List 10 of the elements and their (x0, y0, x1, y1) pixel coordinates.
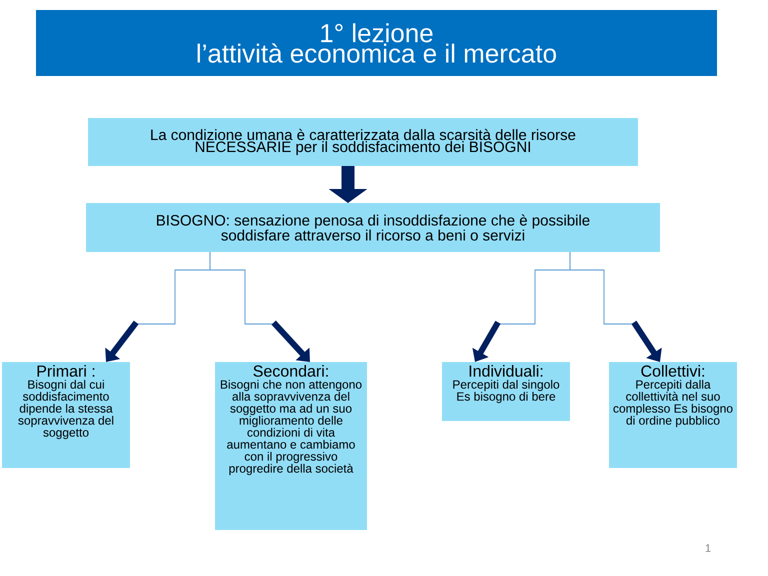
text-box: La condizione umana è caratterizzata dalla scarsità delle risorse NECESSARIE per il soddisfacimento dei BISOGNI (88, 118, 638, 166)
connector-arrow (570, 252, 662, 362)
category-box: Collettivi: Percepiti dalla collettività nel suo complesso Es bisogno di ordine pubblico (609, 362, 737, 468)
page-number: 1 (706, 544, 711, 552)
text-box: BISOGNO: sensazione penosa di insoddisfazione che è possibile soddisfare attraverso il ricorso a beni o servizi (86, 203, 660, 252)
category-box: Individuali: Percepiti dal singolo Es bisogno di bere (442, 362, 570, 421)
title-bar: 1° lezione l’attività economica e il mercato (36, 10, 717, 76)
connector-arrow (210, 252, 310, 362)
category-box: Secondari: Bisogni che non attengono alla sopravvivenza del soggetto ma ad un suo miglioramento delle condizioni di vita aumentano e cambiamo con il progressivo progredire della società (215, 362, 367, 530)
category-box: Primari : Bisogni dal cui soddisfacimento dipende la stessa sopravvivenza del soggetto (2, 362, 130, 468)
